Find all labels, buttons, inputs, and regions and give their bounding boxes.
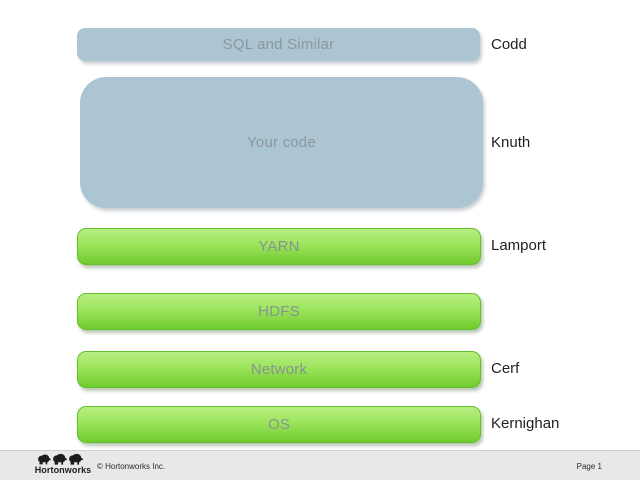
annotation-codd: Codd [491, 36, 527, 53]
copyright-text: © Hortonworks Inc. [97, 461, 166, 471]
block-yarn: YARN [77, 228, 481, 265]
block-network: Network [77, 351, 481, 388]
block-your-code: Your code [80, 77, 483, 208]
block-label: Network [250, 361, 308, 378]
block-sql-and-similar: SQL and Similar [77, 28, 480, 61]
annotation-lamport: Lamport [491, 237, 547, 254]
logo-wordmark: Hortonworks [34, 465, 92, 475]
page-number: Page 1 [576, 461, 602, 471]
block-os: OS [77, 406, 481, 443]
slide-footer: Hortonworks © Hortonworks Inc. Page 1 [0, 450, 640, 480]
annotation-kernighan: Kernighan [491, 415, 560, 432]
block-label: HDFS [258, 303, 300, 320]
block-hdfs: HDFS [77, 293, 481, 330]
block-label: Your code [247, 134, 316, 151]
hortonworks-logo: Hortonworks [33, 453, 93, 475]
annotation-knuth: Knuth [491, 134, 531, 151]
annotation-cerf: Cerf [491, 360, 520, 377]
block-label: SQL and Similar [222, 36, 335, 53]
block-label: YARN [258, 238, 300, 255]
block-label: OS [267, 416, 291, 433]
